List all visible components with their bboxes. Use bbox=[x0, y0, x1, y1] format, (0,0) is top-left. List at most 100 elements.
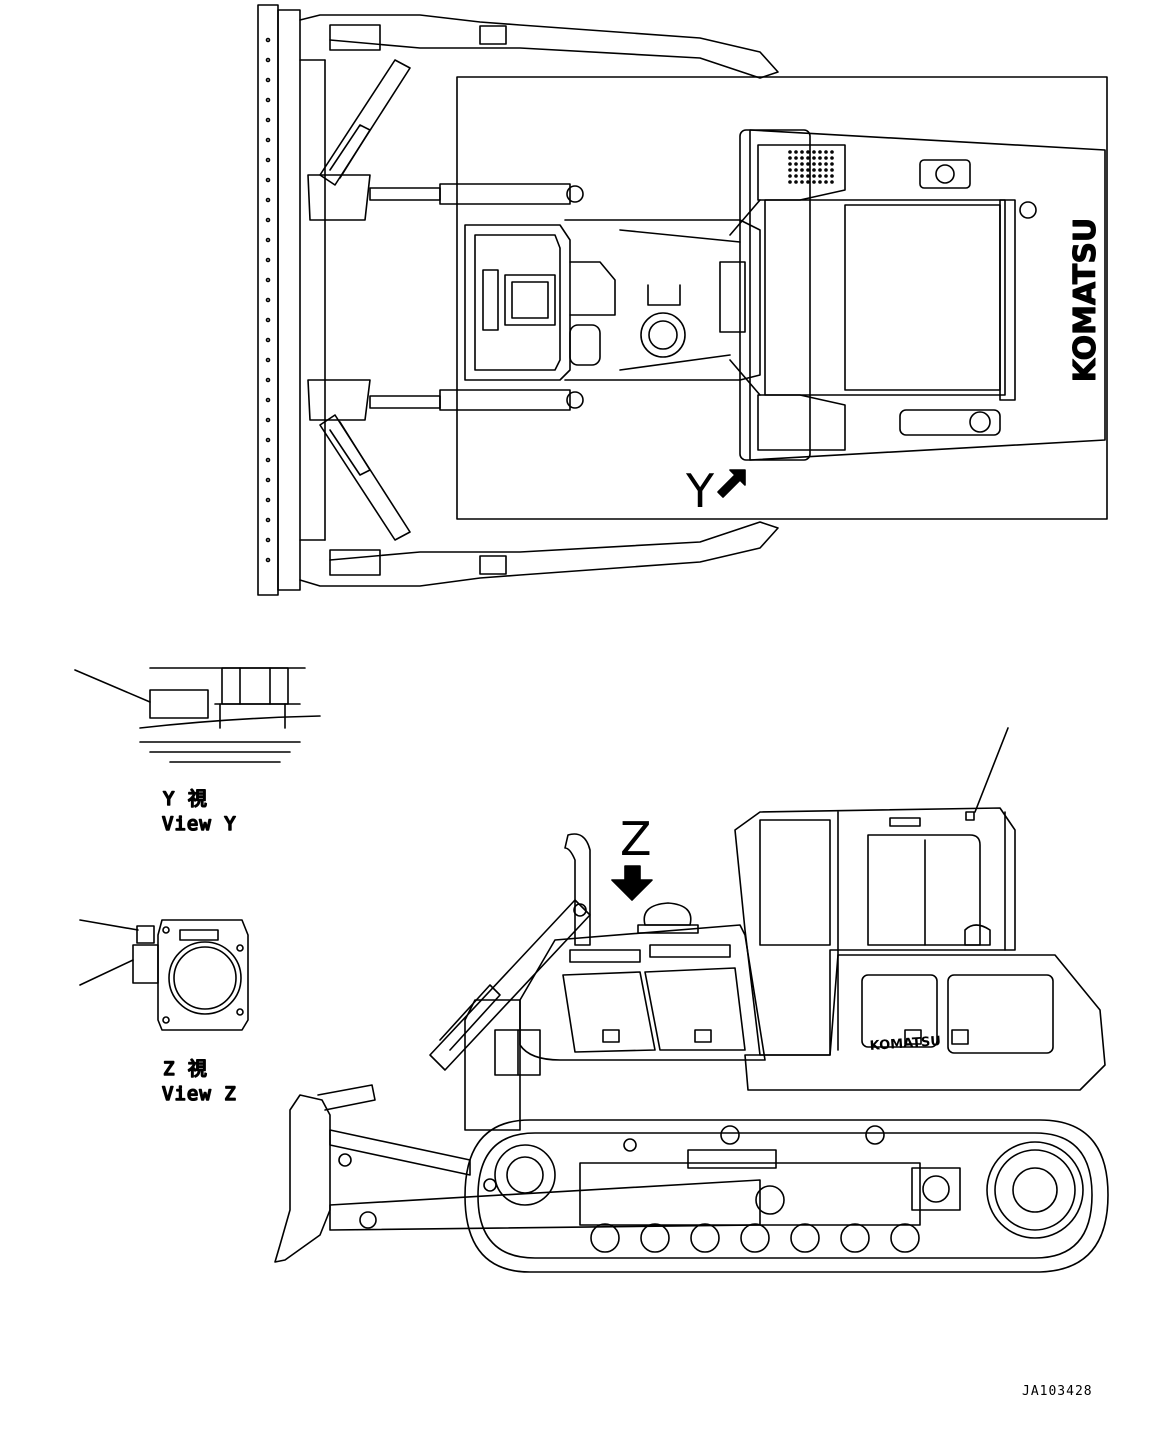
grille-hole bbox=[830, 150, 834, 154]
grille-hole bbox=[800, 150, 804, 154]
view-z-label-small bbox=[136, 925, 155, 944]
grille-hole bbox=[830, 168, 834, 172]
grille-hole bbox=[830, 162, 834, 166]
grille-hole bbox=[806, 174, 810, 178]
grille-hole bbox=[830, 156, 834, 160]
blade-side bbox=[274, 1084, 497, 1263]
track-roller bbox=[890, 1223, 920, 1253]
diagonal-arrow-icon bbox=[717, 469, 746, 498]
grille-hole bbox=[800, 168, 804, 172]
grille-hole bbox=[788, 162, 792, 166]
blade-bolt bbox=[265, 277, 271, 283]
grille-hole bbox=[818, 150, 822, 154]
grille-hole bbox=[812, 174, 816, 178]
drawing-code: JA103428 bbox=[1022, 1384, 1093, 1399]
grille-hole bbox=[824, 150, 828, 154]
cab-top bbox=[729, 129, 1106, 461]
grille-hole bbox=[806, 162, 810, 166]
grille-hole bbox=[806, 168, 810, 172]
blade-bolt bbox=[265, 497, 271, 503]
grille-hole bbox=[812, 150, 816, 154]
track-roller bbox=[690, 1223, 720, 1253]
track-roller bbox=[790, 1223, 820, 1253]
view-y-label-plate bbox=[149, 689, 209, 719]
blade-bolt bbox=[265, 77, 271, 83]
grille-hole bbox=[788, 180, 792, 184]
grille-hole bbox=[794, 180, 798, 184]
push-arms bbox=[299, 14, 779, 587]
view-y-jp-label: Y 視 bbox=[163, 788, 208, 810]
blade-bolt bbox=[265, 477, 271, 483]
grille-hole bbox=[818, 162, 822, 166]
blade-bolt bbox=[265, 97, 271, 103]
view-y-marker: Y bbox=[685, 464, 715, 518]
grille-hole bbox=[806, 180, 810, 184]
grille-hole bbox=[824, 156, 828, 160]
view-z-jp-label: Z 視 bbox=[163, 1058, 208, 1080]
engine-hood-top bbox=[464, 219, 761, 381]
grille-hole bbox=[794, 150, 798, 154]
grille-hole bbox=[806, 150, 810, 154]
grille-hole bbox=[812, 180, 816, 184]
track-side bbox=[464, 1119, 1109, 1273]
view-z-marker: Z bbox=[620, 812, 652, 866]
grille-hole bbox=[824, 162, 828, 166]
grille-hole bbox=[818, 180, 822, 184]
grille-hole bbox=[788, 150, 792, 154]
grille-hole bbox=[806, 156, 810, 160]
grille-hole bbox=[788, 174, 792, 178]
blade-bolt bbox=[265, 357, 271, 363]
blade-bolt bbox=[265, 337, 271, 343]
grille-hole bbox=[824, 168, 828, 172]
top-view: KOMATSU Y bbox=[257, 4, 1108, 596]
grille-hole bbox=[818, 156, 822, 160]
blade-top bbox=[257, 4, 326, 596]
blade-bolt bbox=[265, 557, 271, 563]
view-z-label-large bbox=[132, 944, 159, 984]
blade-bolt bbox=[265, 417, 271, 423]
track-roller bbox=[640, 1223, 670, 1253]
blade-bolt bbox=[265, 537, 271, 543]
brand-top-text: KOMATSU bbox=[1068, 218, 1103, 383]
track-roller bbox=[590, 1223, 620, 1253]
blade-bolt bbox=[265, 37, 271, 43]
blade-bolt bbox=[265, 57, 271, 63]
blade-bolt bbox=[265, 257, 271, 263]
track-roller bbox=[740, 1223, 770, 1253]
brand-side-text: KOMATSU bbox=[869, 1034, 941, 1054]
grille-hole bbox=[812, 162, 816, 166]
view-y-detail: Y 視 View Y bbox=[74, 667, 321, 836]
blade-bolt bbox=[265, 317, 271, 323]
down-arrow-icon bbox=[611, 865, 653, 901]
blade-bolt bbox=[265, 137, 271, 143]
blade-bolt bbox=[265, 397, 271, 403]
grille-hole bbox=[794, 162, 798, 166]
blade-bolt bbox=[265, 377, 271, 383]
grille-hole bbox=[788, 168, 792, 172]
grille-hole bbox=[800, 162, 804, 166]
blade-bolt bbox=[265, 117, 271, 123]
blade-bolt bbox=[265, 517, 271, 523]
grille-hole bbox=[824, 180, 828, 184]
grille-hole bbox=[830, 174, 834, 178]
grille-hole bbox=[800, 156, 804, 160]
blade-bolt bbox=[265, 457, 271, 463]
grille-hole bbox=[794, 156, 798, 160]
grille-hole bbox=[812, 156, 816, 160]
track-roller bbox=[840, 1223, 870, 1253]
grille-hole bbox=[794, 168, 798, 172]
cab-side bbox=[734, 807, 1016, 1056]
view-y-en-label: View Y bbox=[162, 813, 237, 835]
grille-hole bbox=[818, 174, 822, 178]
grille-hole bbox=[800, 180, 804, 184]
blade-bolt bbox=[265, 237, 271, 243]
grille-hole bbox=[812, 168, 816, 172]
blade-bolt bbox=[265, 437, 271, 443]
blade-bolt bbox=[265, 177, 271, 183]
grille-hole bbox=[830, 180, 834, 184]
side-view: Z bbox=[274, 727, 1109, 1399]
grille-hole bbox=[800, 174, 804, 178]
grille-hole bbox=[788, 156, 792, 160]
blade-bolt bbox=[265, 157, 271, 163]
